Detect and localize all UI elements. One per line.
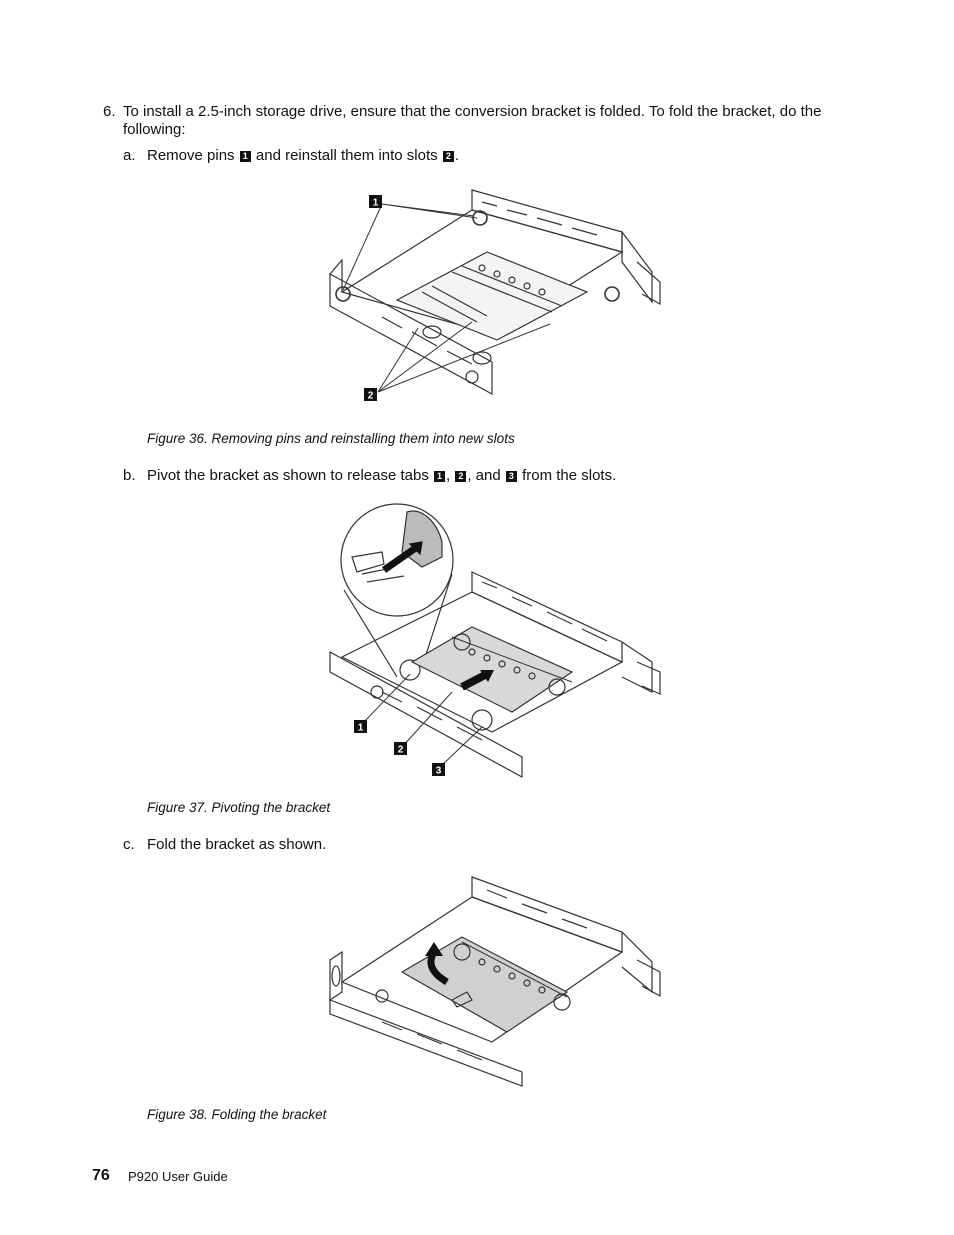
- figure-36-illustration: 1 2: [322, 182, 664, 410]
- substep-text: and reinstall them into slots: [255, 147, 438, 164]
- callout-label: 3: [436, 766, 442, 777]
- figure-36-caption: Figure 36. Removing pins and reinstallin…: [147, 431, 515, 446]
- bracket-illustration: 1 2 3: [329, 503, 661, 779]
- substep-text: .: [454, 147, 459, 164]
- substep-text: from the slots.: [522, 467, 617, 484]
- callout-label: 2: [398, 745, 404, 756]
- substep-a: a. Remove pins 1 and reinstall them into …: [123, 147, 459, 165]
- substep-text: Fold the bracket as shown.: [147, 836, 327, 853]
- callout-box: [369, 195, 382, 208]
- substep-text: Pivot the bracket as shown to release ta…: [147, 467, 429, 484]
- substep-c: c. Fold the bracket as shown.: [123, 836, 326, 854]
- page-number: 76: [92, 1167, 110, 1184]
- callout-badge: 1: [239, 151, 251, 162]
- callout-label: 1: [358, 723, 364, 734]
- substep-text: Remove pins: [147, 147, 235, 164]
- substep-letter: b.: [123, 467, 136, 484]
- callout-box: [364, 388, 377, 401]
- bracket-illustration: 1 2: [329, 189, 661, 402]
- callout-box: [354, 720, 367, 733]
- callout-badge: 3: [505, 471, 517, 482]
- document-title: P920 User Guide: [128, 1169, 228, 1184]
- figure-38-caption: Figure 38. Folding the bracket: [147, 1107, 327, 1122]
- callout-badge: 2: [442, 151, 454, 162]
- callout-box: [394, 742, 407, 755]
- substep-text: , and: [467, 467, 501, 484]
- callout-badge: 2: [455, 471, 467, 482]
- figure-38-illustration: [322, 872, 664, 1088]
- bracket-illustration: [329, 876, 661, 1087]
- callout-label: 2: [368, 391, 374, 402]
- figure-37-illustration: 1 2 3: [322, 502, 664, 780]
- substep-b: b. Pivot the bracket as shown to release …: [123, 467, 616, 485]
- figure-37-caption: Figure 37. Pivoting the bracket: [147, 800, 331, 815]
- callout-box: [432, 763, 445, 776]
- substep-letter: c.: [123, 836, 135, 853]
- step-number: 6.: [103, 103, 116, 120]
- step-text: To install a 2.5-inch storage drive, ens…: [123, 103, 822, 138]
- callout-badge: 1: [434, 471, 445, 482]
- substep-text: ,: [446, 467, 451, 484]
- substep-letter: a.: [123, 147, 136, 164]
- callout-label: 1: [373, 198, 379, 209]
